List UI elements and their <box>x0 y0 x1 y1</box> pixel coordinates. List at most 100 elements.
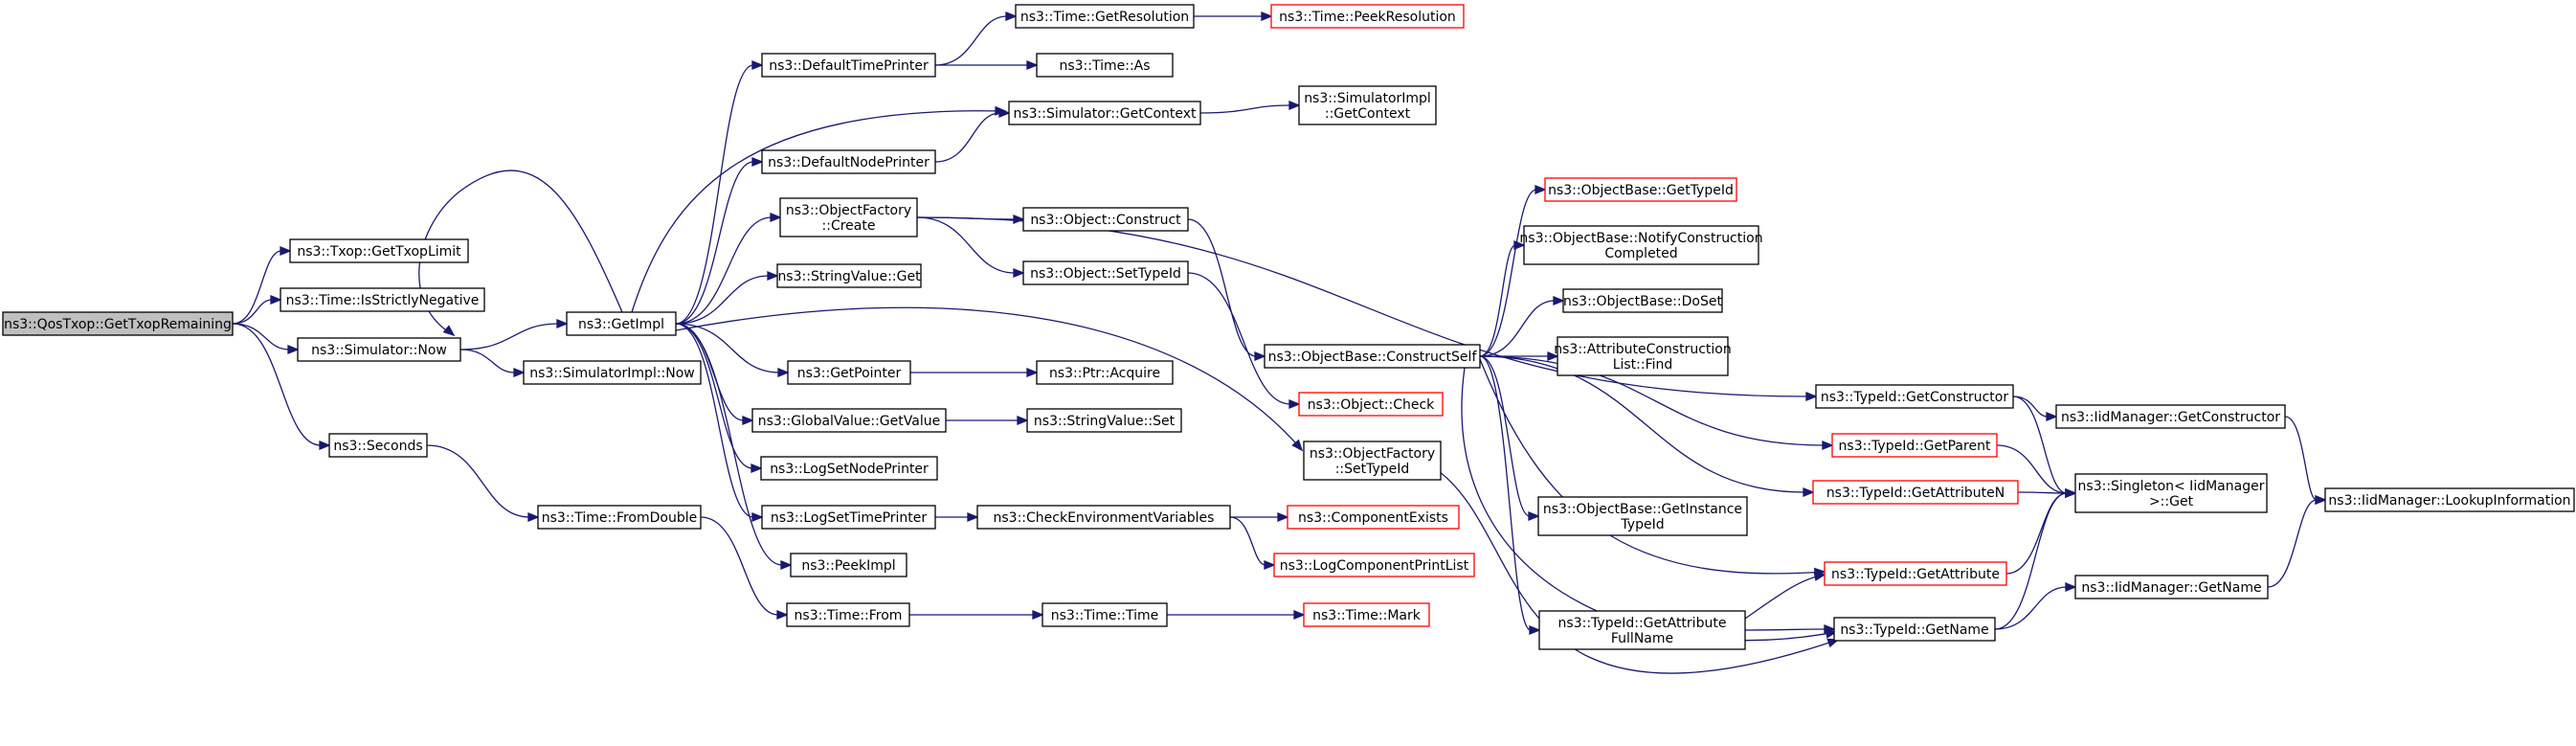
node-ptracquire[interactable]: ns3::Ptr::Acquire <box>1036 360 1174 385</box>
node-label: ns3::Time::GetResolution <box>1020 10 1189 25</box>
node-box <box>328 433 428 458</box>
edge-seconds-to-fromdouble <box>426 444 540 522</box>
node-ofcreate[interactable]: ns3::ObjectFactory::Create <box>779 197 918 237</box>
node-box <box>537 505 702 530</box>
edge-getimpl-to-ofcreate <box>675 213 782 325</box>
node-label: ns3::TypeId::GetAttributeN <box>1826 486 2005 501</box>
node-getconstructor[interactable]: ns3::TypeId::GetConstructor <box>1815 384 2014 409</box>
node-peekimpl[interactable]: ns3::PeekImpl <box>790 553 907 577</box>
node-constructself[interactable]: ns3::ObjectBase::ConstructSelf <box>1264 344 1481 369</box>
node-iidgetname[interactable]: ns3::IidManager::GetName <box>2074 575 2269 599</box>
node-getattributen[interactable]: ns3::TypeId::GetAttributeN <box>1812 480 2019 505</box>
node-box <box>976 505 1231 530</box>
node-gettxoplimit[interactable]: ns3::Txop::GetTxopLimit <box>289 238 469 263</box>
node-box <box>1562 288 1723 313</box>
node-label: ns3::ObjectFactory <box>1310 446 1435 462</box>
node-label: ns3::Time::As <box>1059 58 1150 74</box>
node-box <box>2074 473 2268 513</box>
node-now[interactable]: ns3::Simulator::Now <box>297 337 461 362</box>
node-label: ns3::Simulator::Now <box>311 343 447 358</box>
node-label: ns3::SimulatorImpl <box>1304 91 1431 106</box>
node-box <box>1036 360 1174 385</box>
edge-simgetcontext-to-simimplgetcontext <box>1199 101 1301 114</box>
node-simimplgetcontext[interactable]: ns3::SimulatorImpl::GetContext <box>1298 85 1437 125</box>
edge-checkenv-to-logcomponentprintlist <box>1229 516 1276 570</box>
node-getname[interactable]: ns3::TypeId::GetName <box>1833 617 1996 642</box>
node-box <box>1538 610 1746 650</box>
node-timetime[interactable]: ns3::Time::Time <box>1042 602 1168 627</box>
node-isstrictlynegative[interactable]: ns3::Time::IsStrictlyNegative <box>280 287 485 312</box>
edge-getimpl-to-stringvalueget <box>675 271 779 325</box>
node-fromdouble[interactable]: ns3::Time::FromDouble <box>537 505 702 530</box>
node-simimplnow[interactable]: ns3::SimulatorImpl::Now <box>523 360 702 385</box>
node-getparent[interactable]: ns3::TypeId::GetParent <box>1831 433 1998 458</box>
node-obgettypeid[interactable]: ns3::ObjectBase::GetTypeId <box>1544 177 1737 202</box>
node-stringvalueget[interactable]: ns3::StringValue::Get <box>776 263 922 288</box>
node-box <box>790 553 907 577</box>
node-label: ns3::ObjectBase::ConstructSelf <box>1268 350 1478 365</box>
node-box <box>289 238 469 263</box>
node-globalvalueget[interactable]: ns3::GlobalValue::GetValue <box>751 408 947 433</box>
edge-constructself-to-getattribute <box>1479 358 1826 577</box>
node-label: ns3::TypeId::GetParent <box>1839 439 1991 454</box>
node-iidgetconstructor[interactable]: ns3::IidManager::GetConstructor <box>2055 404 2286 429</box>
node-getresolution[interactable]: ns3::Time::GetResolution <box>1015 4 1195 29</box>
node-getpointer[interactable]: ns3::GetPointer <box>787 360 911 385</box>
node-singletonget[interactable]: ns3::Singleton< IidManager >::Get <box>2074 473 2268 513</box>
node-lookupinfo[interactable]: ns3::IidManager::LookupInformation <box>2324 487 2575 512</box>
node-label: ns3::Object::Check <box>1308 397 1435 413</box>
node-label: ns3::Seconds <box>333 439 422 454</box>
node-box <box>2 311 234 336</box>
node-componentexists[interactable]: ns3::ComponentExists <box>1287 505 1460 530</box>
node-objcheck[interactable]: ns3::Object::Check <box>1298 392 1444 417</box>
node-stringvalueset[interactable]: ns3::StringValue::Set <box>1026 408 1182 433</box>
node-logsetnodeprinter[interactable]: ns3::LogSetNodePrinter <box>760 456 938 481</box>
node-checkenv[interactable]: ns3::CheckEnvironmentVariables <box>976 505 1231 530</box>
node-logsettimeprinter[interactable]: ns3::LogSetTimePrinter <box>761 505 936 530</box>
edge-getconstructor-to-iidgetconstructor <box>2012 396 2058 421</box>
node-peekresolution[interactable]: ns3::Time::PeekResolution <box>1270 4 1465 29</box>
node-label: ns3::ObjectBase::GetInstance <box>1543 502 1742 517</box>
edge-root-to-gettxoplimit <box>232 246 292 325</box>
node-defaultnodeprinter[interactable]: ns3::DefaultNodePrinter <box>761 149 936 174</box>
node-notifyconstruction[interactable]: ns3::ObjectBase::NotifyConstructionCompl… <box>1519 225 1763 265</box>
node-box <box>1042 602 1168 627</box>
node-label: ns3::Time::Time <box>1051 608 1158 623</box>
node-label: ns3::Time::PeekResolution <box>1279 10 1456 25</box>
node-label: ns3::ObjectBase::GetTypeId <box>1548 183 1734 198</box>
edge-getimpl-to-peekimpl <box>675 323 793 570</box>
edge-getattrfullname-to-getattribute <box>1744 572 1826 620</box>
node-defaulttimeprinter[interactable]: ns3::DefaultTimePrinter <box>761 53 936 78</box>
edge-getimpl-to-getpointer <box>675 323 790 377</box>
node-objconstruct[interactable]: ns3::Object::Construct <box>1022 207 1189 232</box>
node-box <box>761 505 936 530</box>
node-logcomponentprintlist[interactable]: ns3::LogComponentPrintList <box>1273 553 1475 577</box>
node-seconds[interactable]: ns3::Seconds <box>328 433 428 458</box>
node-box <box>1264 344 1481 369</box>
node-timeas[interactable]: ns3::Time::As <box>1036 53 1174 78</box>
node-ofsettypeid[interactable]: ns3::ObjectFactory::SetTypeId <box>1303 441 1442 481</box>
edge-root-to-seconds <box>232 323 331 450</box>
node-label: ns3::DefaultTimePrinter <box>769 58 929 74</box>
node-box <box>1831 433 1998 458</box>
node-label: ns3::StringValue::Set <box>1034 414 1176 429</box>
node-box <box>1270 4 1465 29</box>
node-getattribute[interactable]: ns3::TypeId::GetAttribute <box>1824 561 2007 586</box>
node-timefrom[interactable]: ns3::Time::From <box>786 602 910 627</box>
edge-getimpl-to-defaultnodeprinter <box>675 157 764 325</box>
node-objsettypeid[interactable]: ns3::Object::SetTypeId <box>1022 260 1189 285</box>
node-timemark[interactable]: ns3::Time::Mark <box>1303 602 1430 627</box>
node-getimpl[interactable]: ns3::GetImpl <box>566 311 677 336</box>
node-label: ns3::ComponentExists <box>1298 510 1448 526</box>
node-label: ns3::CheckEnvironmentVariables <box>994 510 1215 526</box>
node-box <box>1815 384 2014 409</box>
edge-globalvalueget-to-stringvalueset <box>946 416 1029 425</box>
node-doset[interactable]: ns3::ObjectBase::DoSet <box>1562 288 1723 313</box>
node-label: ns3::Time::Mark <box>1312 608 1422 623</box>
edge-getimpl-to-ofsettypeid <box>675 306 1304 452</box>
node-simgetcontext[interactable]: ns3::Simulator::GetContext <box>1008 101 1201 125</box>
node-box <box>1812 480 2019 505</box>
